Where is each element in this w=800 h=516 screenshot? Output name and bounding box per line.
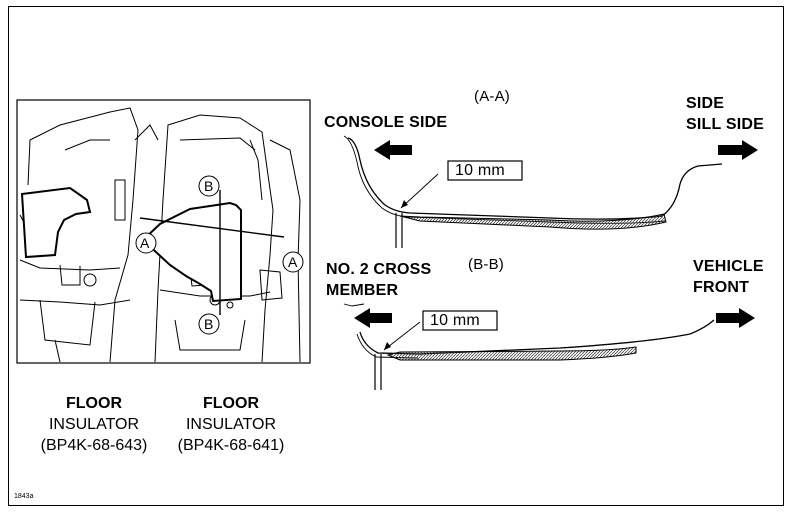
side-sill-label-line2: SILL SIDE [686, 116, 764, 133]
marker-b-top: B [204, 178, 214, 194]
cross-member-label-line1: NO. 2 CROSS [326, 261, 432, 278]
left-caption-line2: INSULATOR [48, 416, 140, 433]
right-caption-line2: INSULATOR [185, 416, 277, 433]
right-caption-line1: FLOOR [203, 395, 259, 412]
figure-reference: 1843a [14, 493, 34, 500]
vehicle-front-label-line2: FRONT [693, 279, 750, 296]
vehicle-front-label-line1: VEHICLE [693, 258, 764, 275]
floor-view [16, 99, 311, 364]
right-insulator-caption: FLOOR INSULATOR (BP4K-68-641) [161, 393, 301, 456]
dim-box-b [422, 310, 498, 331]
left-caption-part-number: (BP4K-68-643) [40, 437, 148, 454]
dimension-b-text: 10 mm [430, 312, 480, 329]
section-b-b [343, 303, 755, 390]
marker-a-right: A [288, 254, 298, 270]
marker-a-left: A [140, 235, 150, 251]
section-b-title: (B-B) [468, 256, 504, 273]
cross-member-label-line2: MEMBER [326, 282, 399, 299]
marker-b-bottom: B [204, 316, 214, 332]
dimension-a-text: 10 mm [455, 162, 505, 179]
section-a-title: (A-A) [474, 88, 510, 105]
dim-box-a [447, 160, 523, 181]
side-sill-label-line1: SIDE [686, 95, 725, 112]
console-side-label: CONSOLE SIDE [324, 114, 448, 131]
right-caption-part-number: (BP4K-68-641) [177, 437, 285, 454]
section-a-a [343, 135, 758, 248]
left-insulator-caption: FLOOR INSULATOR (BP4K-68-643) [24, 393, 164, 456]
left-caption-line1: FLOOR [66, 395, 122, 412]
figure-frame [8, 6, 784, 506]
